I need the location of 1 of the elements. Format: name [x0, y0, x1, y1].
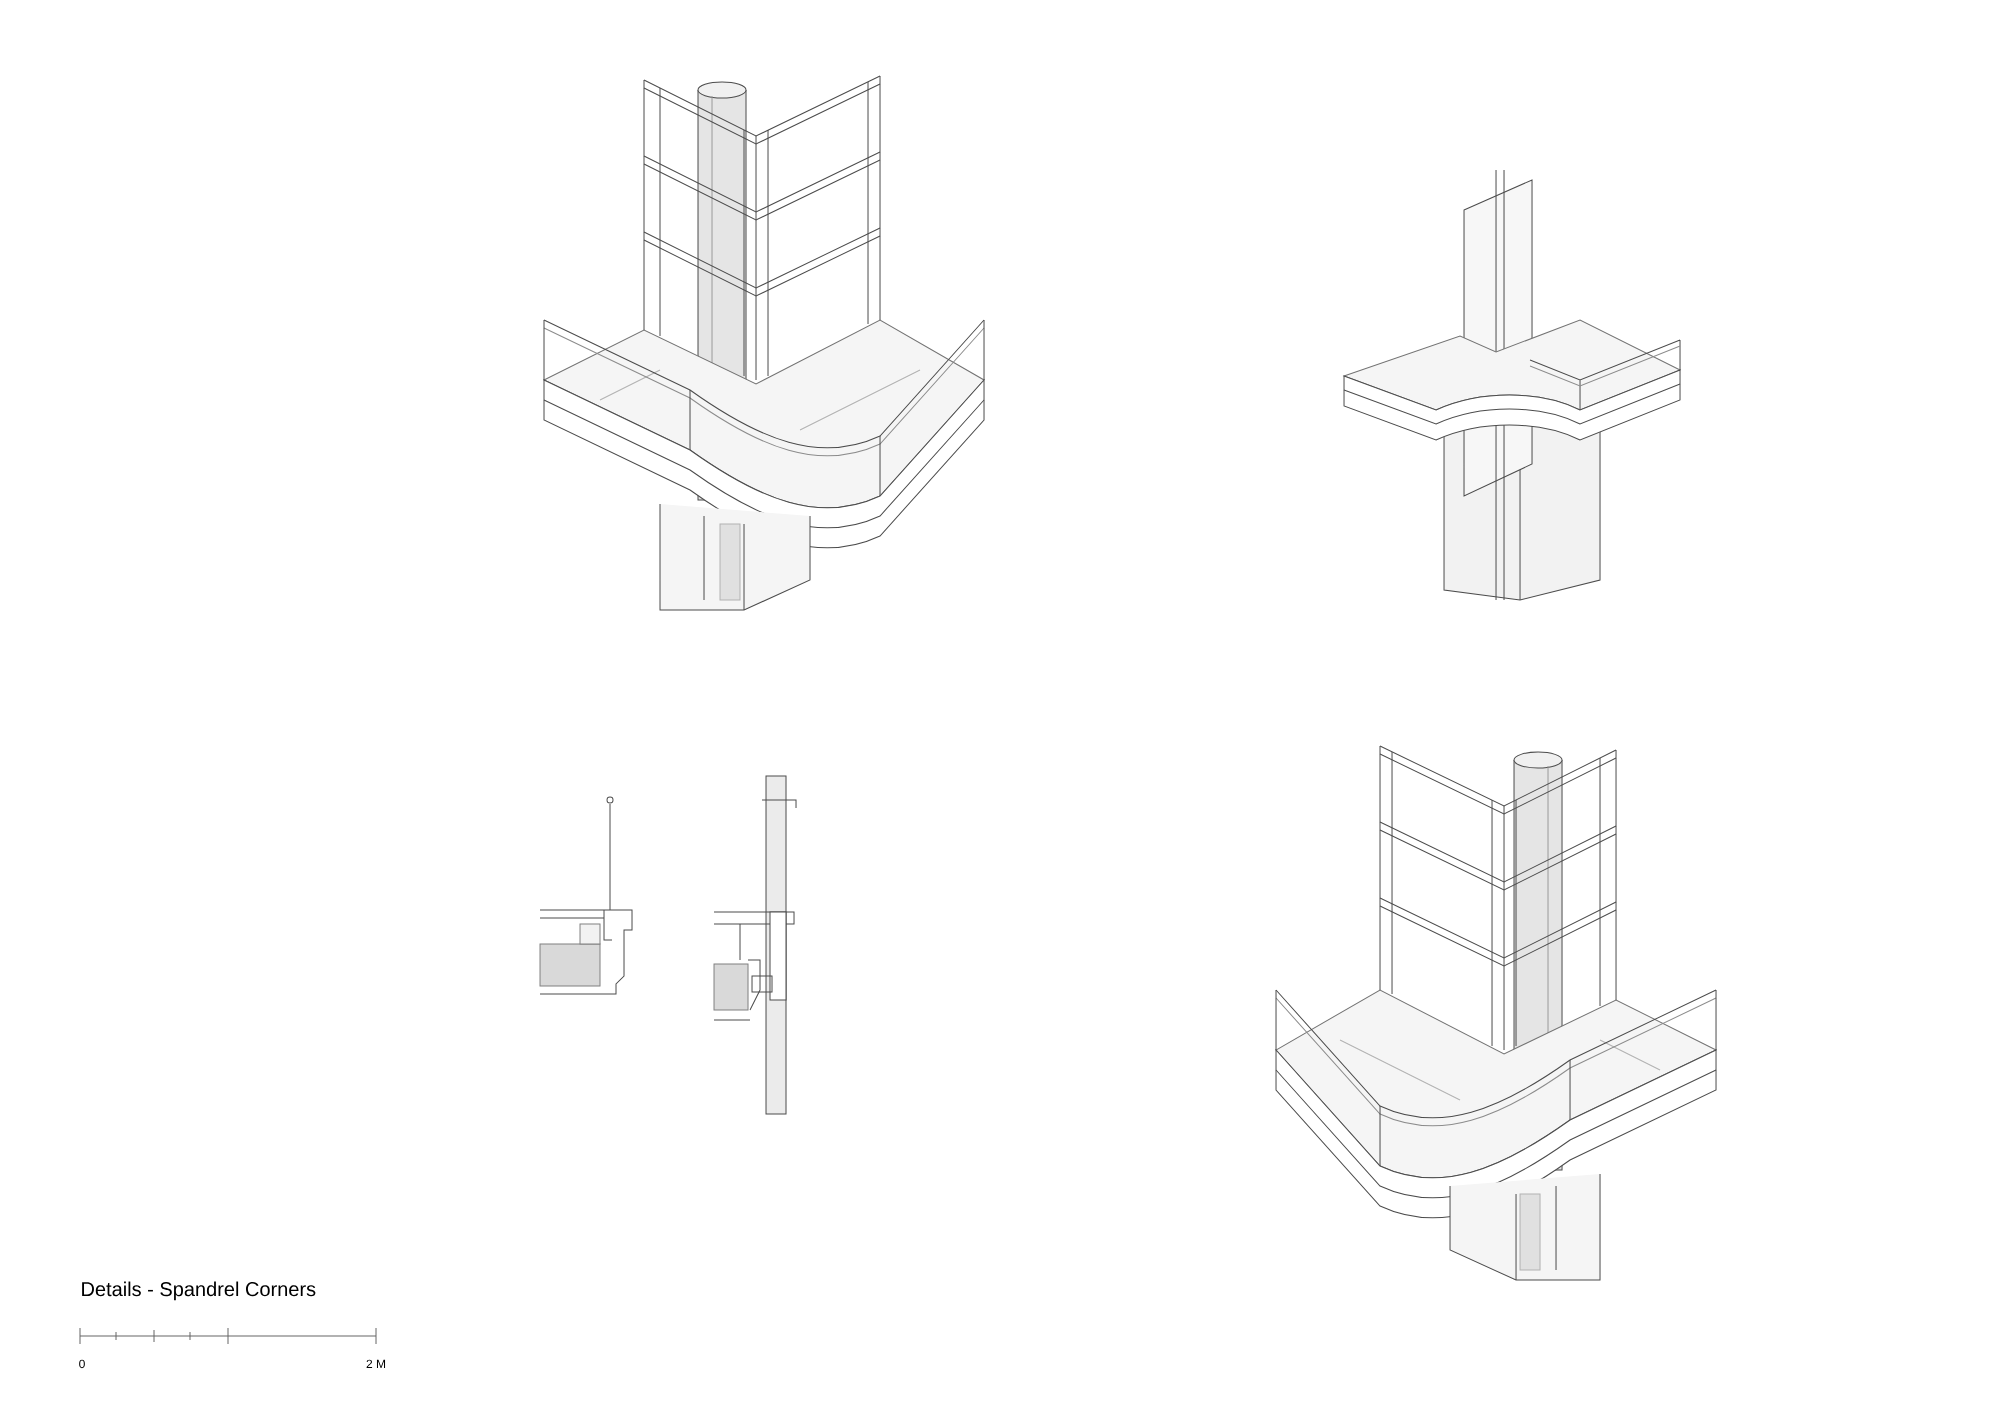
drawing-title: Details - Spandrel Corners — [82, 1281, 316, 1301]
